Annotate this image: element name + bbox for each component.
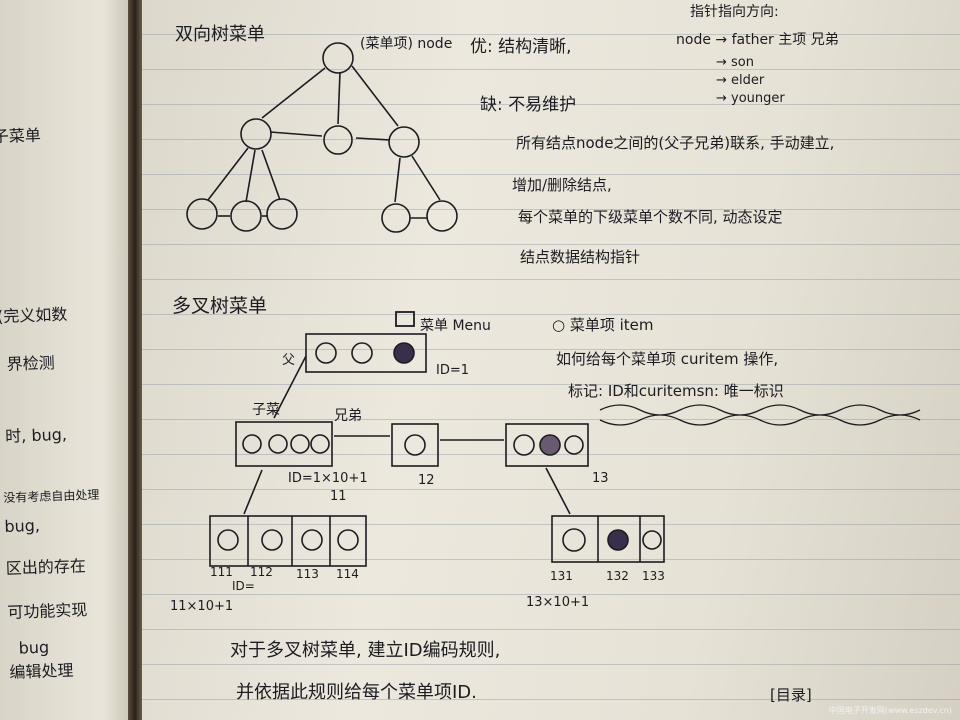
left-note-7: 区出的存在 [6,556,87,578]
left-note-9: bug [18,638,49,658]
binary-leaf-5 [426,200,458,232]
cons-line-3: 每个菜单的下级菜单个数不同, 动态设定 [518,208,783,226]
menu-12-box [391,423,439,467]
menu-13-id: 13 [592,471,609,486]
left-note-4: 时, bug, [5,425,67,446]
wavy-underline [599,404,921,426]
pointer-item-2: → son [716,55,754,70]
item-114-id: 114 [336,567,359,581]
watermark: 中国电子开发网(www.eszdev.cn) [828,706,952,715]
item-113-id: 113 [296,567,319,581]
menu-legend: 菜单 Menu ○ 菜单项 item [395,311,654,334]
bracket-note: [目录] [770,686,812,704]
left-note-6: bug, [4,516,40,536]
item-133-id: 133 [642,569,665,583]
pointer-direction-label: 指针指向方向: [690,4,779,20]
left-page-notes: 子菜单 (完义如数 界检测 时, bug, 没有考虑自由处理 bug, 区出的存… [0,126,100,682]
binary-node-right [388,126,420,158]
cons-line-2: 增加/删除结点, [512,176,612,194]
cons-title: 缺: 不易维护 [480,95,576,115]
mark-label: 标记: ID和curitemsn: 唯一标识 [568,382,784,400]
menu-13-box [505,423,589,467]
pointer-item-1: node → father 主项 兄弟 [676,32,839,48]
pointer-item-4: → younger [716,91,785,106]
left-note-2: (完义如数 [0,305,68,326]
menu-11-sub: 11 [330,489,347,504]
pros-text: 优: 结构清晰, [470,37,572,57]
menu-11-id: ID=1×10+1 [288,471,368,486]
binary-leaf-3 [266,198,298,230]
binary-node-left [240,118,272,150]
binary-node-mid [323,125,353,155]
binary-root-node [322,42,354,74]
pointer-item-3: → elder [716,73,765,88]
root-id-label: ID=1 [436,363,469,378]
binary-tree-diagram [186,42,458,233]
multi-tree-title: 多叉树菜单 [172,295,267,317]
binary-leaf-2 [230,200,262,232]
root-menu-box [305,333,427,373]
item-description: 如何给每个菜单项 curitem 操作, [556,350,778,368]
item-112-id: 112 [250,565,273,579]
left-note-10: 编辑处理 [9,661,74,682]
left-note-8: 可功能实现 [7,600,88,622]
notebook-binding [128,0,142,720]
multi-tree-diagram [209,333,665,567]
bottom-line-1: 对于多叉树菜单, 建立ID编码规则, [230,640,500,661]
cons-line-1: 所有结点node之间的(父子兄弟)联系, 手动建立, [516,134,834,152]
menu-11-box [235,421,333,467]
right-notebook-page [142,0,960,720]
bottom-line-2: 并依据此规则给每个菜单项ID. [236,682,477,703]
menu-12-id: 12 [418,473,435,488]
father-label: 父 [282,353,295,368]
son-label: 子菜 [252,402,280,418]
brother-label: 兄弟 [334,408,362,424]
level2-left-formula: 11×10+1 [170,599,233,614]
binary-leaf-4 [381,203,411,233]
menu-legend-label: 菜单 Menu [420,318,491,334]
ruled-lines [142,0,960,720]
menu-item-node-label: (菜单项) node [360,36,452,52]
binary-leaf-1 [186,198,218,230]
menu-legend-box-icon [395,311,415,327]
item-131-id: 131 [550,569,573,583]
left-note-3: 界检测 [6,353,55,374]
menu-111-box [209,515,367,567]
level2-left-id-label: ID= [232,579,255,593]
item-legend-label: ○ 菜单项 item [552,316,654,334]
left-note-1: 子菜单 [0,126,41,147]
binary-tree-title: 双向树菜单 [175,24,265,45]
menu-131-box [551,515,665,563]
left-note-5: 没有考虑自由处理 [3,487,99,505]
level2-right-formula: 13×10+1 [526,595,589,610]
item-132-id: 132 [606,569,629,583]
cons-line-4: 结点数据结构指针 [520,248,640,266]
item-111-id: 111 [210,565,233,579]
left-notebook-page [0,0,128,720]
